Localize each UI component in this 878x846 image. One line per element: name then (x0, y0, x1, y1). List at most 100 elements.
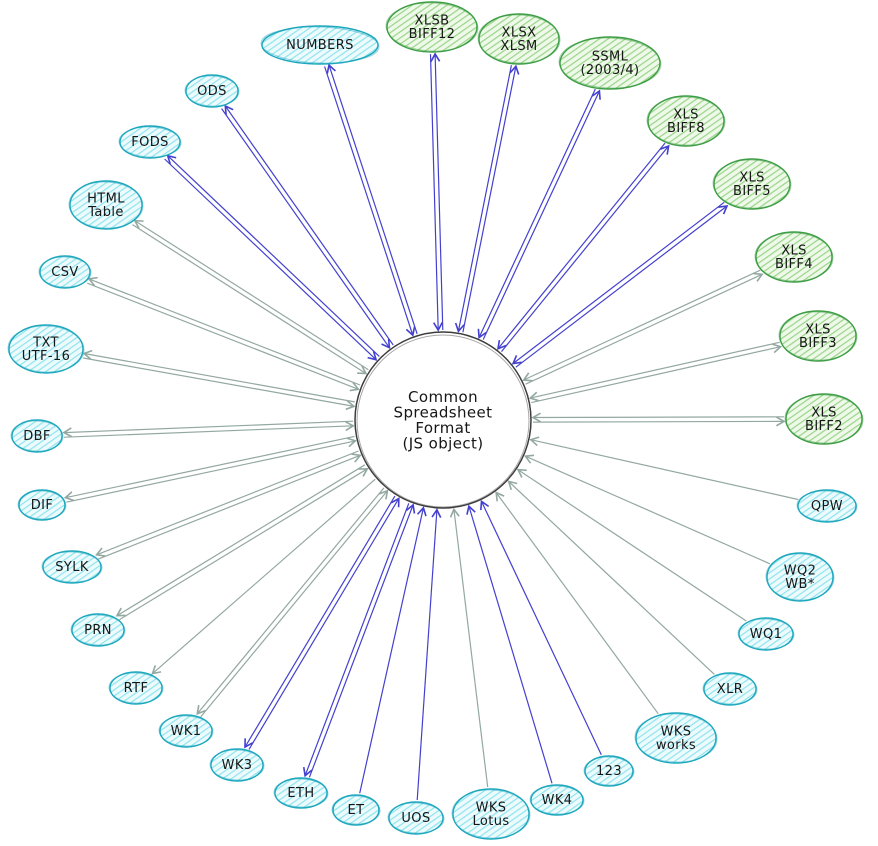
node-eth: ETH (273, 777, 329, 809)
edge-csv (87, 282, 360, 392)
node-xlr: XLR (702, 672, 758, 706)
edge-ods (221, 108, 391, 350)
edge-html-table (132, 224, 368, 375)
node-wk3: WK3 (209, 748, 265, 782)
edge-sylk (95, 450, 359, 557)
edge-ssml (482, 89, 601, 340)
edge-xlsx-xlsm (454, 65, 512, 333)
edge-wk3 (248, 497, 400, 750)
edge-wq1 (516, 468, 747, 622)
node-label-csv: CSV (51, 265, 78, 280)
edge-wk4 (466, 504, 553, 784)
node-sylk: SYLK (41, 550, 103, 584)
edge-xls-biff3 (531, 343, 783, 404)
node-label-dif: DIF (31, 498, 54, 513)
edge-eth (302, 503, 410, 778)
node-ssml: SSML(2003/4) (558, 36, 662, 90)
edge-wks-lotus (449, 507, 489, 788)
edge-ssml (477, 88, 596, 339)
node-csv: CSV (38, 255, 92, 289)
node-qpw: QPW (796, 489, 858, 523)
node-label-wk4: WK4 (542, 793, 573, 808)
edge-html-table (133, 219, 369, 371)
edge-xlsx-xlsm (462, 64, 520, 333)
node-label-prn: PRN (84, 623, 112, 638)
node-dif: DIF (17, 489, 67, 521)
edge-xlsb-biff12 (430, 52, 444, 331)
edge-xls-biff4 (522, 269, 761, 382)
node-rtf: RTF (108, 671, 164, 705)
edge-wk1 (200, 489, 389, 718)
edge-wq2-wb (523, 454, 771, 565)
edge-xls-biff3 (528, 341, 780, 402)
node-wk4: WK4 (529, 784, 585, 816)
edge-et (359, 506, 427, 794)
edge-wk1 (196, 487, 385, 715)
node-wq1: WQ1 (737, 617, 795, 651)
edge-lotus-123 (480, 499, 602, 756)
edge-uos (416, 508, 442, 801)
node-label-qpw: QPW (811, 499, 843, 514)
node-label-wq1: WQ1 (750, 627, 783, 642)
edge-numbers (326, 63, 418, 334)
node-label-dbf: DBF (23, 429, 51, 444)
edge-xls-biff5 (511, 201, 725, 365)
edge-txt-utf16 (82, 349, 355, 403)
edge-wks-works (495, 491, 659, 715)
edge-xls-biff8 (496, 142, 666, 350)
node-prn: PRN (70, 613, 126, 647)
node-et: ET (331, 794, 381, 826)
node-fods: FODS (118, 125, 182, 159)
node-numbers: NUMBERS (260, 25, 380, 65)
node-lotus-123: 123 (583, 755, 635, 787)
edge-xlsb-biff12 (429, 54, 444, 332)
edge-xls-biff2 (531, 412, 785, 423)
node-wk1: WK1 (158, 714, 214, 748)
edge-qpw (529, 436, 799, 501)
edge-rtf (151, 478, 376, 675)
node-label-rtf: RTF (124, 681, 149, 696)
edge-eth (308, 503, 416, 778)
node-label-et: ET (348, 803, 365, 818)
edge-dif (63, 435, 355, 502)
edge-xls-biff2 (532, 416, 786, 427)
edge-dbf (63, 421, 355, 438)
edge-xlr (507, 480, 715, 675)
edge-csv (87, 276, 361, 386)
node-label-sylk: SYLK (55, 560, 89, 575)
edge-ods (224, 104, 394, 346)
edge-txt-utf16 (83, 357, 356, 411)
node-label-ssml: SSML(2003/4) (580, 49, 639, 78)
edge-fods (166, 154, 380, 357)
node-label-xlr: XLR (717, 682, 743, 697)
edge-xls-biff8 (501, 144, 670, 352)
node-uos: UOS (387, 801, 445, 835)
edge-dif (66, 437, 357, 503)
